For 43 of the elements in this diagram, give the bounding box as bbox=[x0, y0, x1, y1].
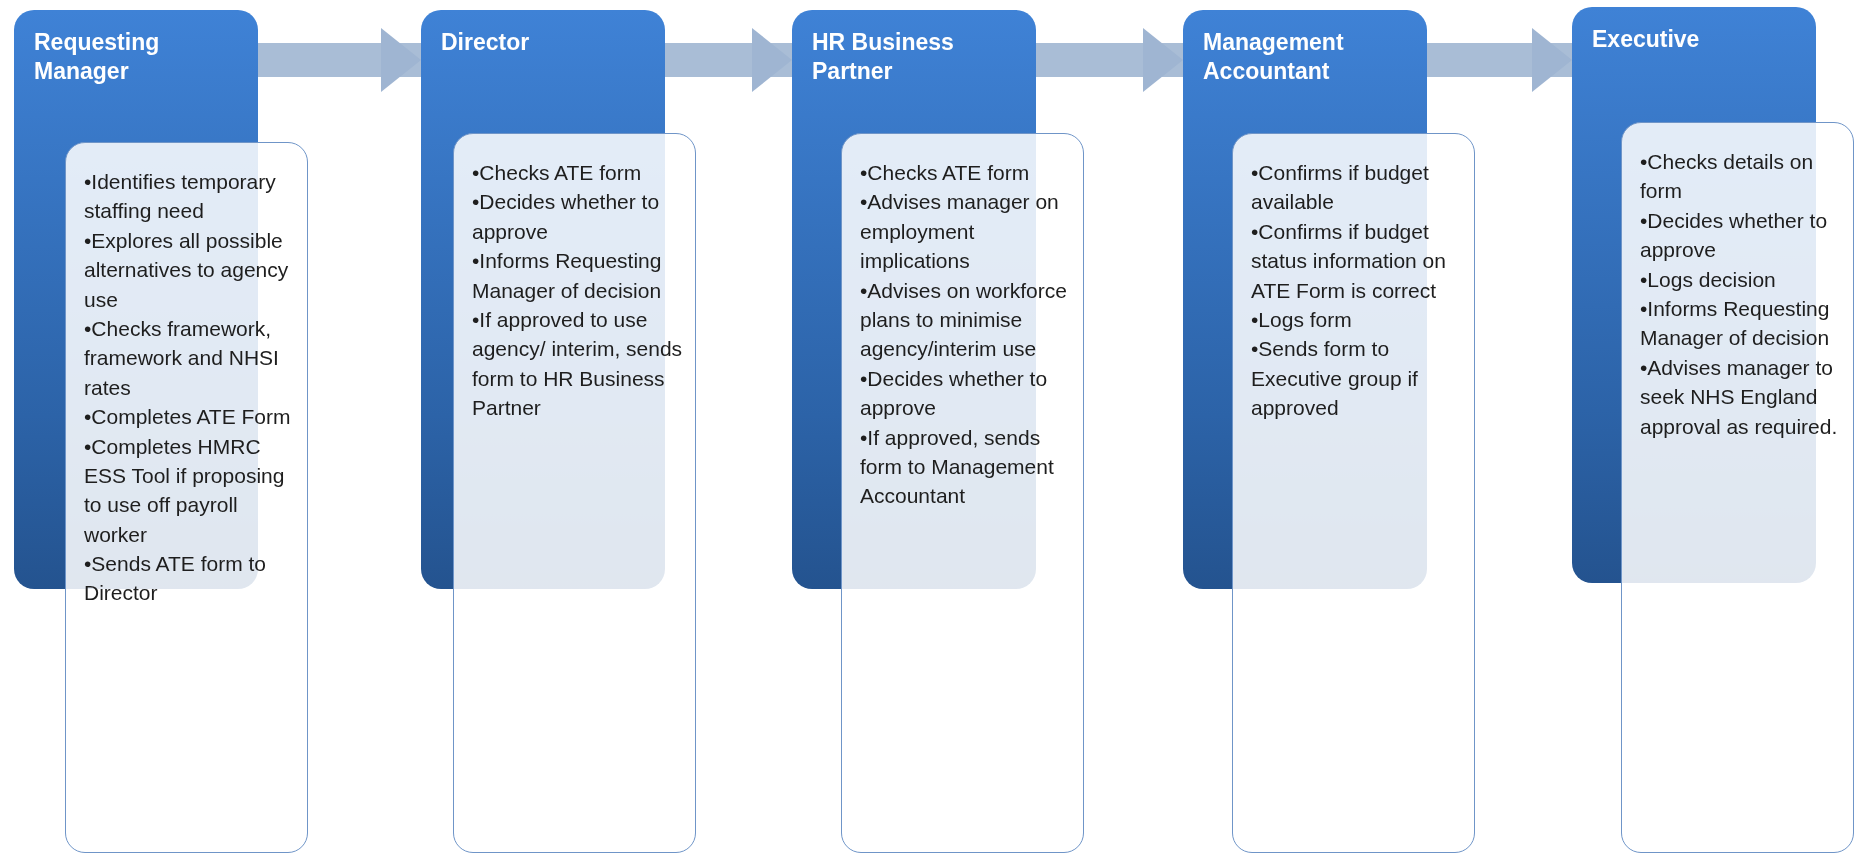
task-item: •Decides whether to approve bbox=[1640, 207, 1829, 264]
task-item: •Decides whether to approve bbox=[472, 189, 661, 245]
task-card bbox=[841, 133, 1084, 853]
arrow bbox=[258, 28, 421, 92]
role-heading: Director bbox=[441, 28, 531, 57]
task-item: •If approved to use agency/ interim, sends form to HR Business Partner bbox=[472, 306, 684, 422]
role-header-card bbox=[1572, 7, 1816, 122]
task-item: •If approved, sends form to Management Accountant bbox=[860, 424, 1055, 510]
task-item: •Informs Requesting Manager of decision bbox=[472, 248, 663, 304]
role-heading: Executive bbox=[1592, 25, 1701, 54]
task-item: •Identifies temporary staffing need bbox=[84, 169, 277, 225]
task-item: •Advises on workforce plans to minimise agency/interim use bbox=[860, 277, 1068, 363]
task-item: •Logs form bbox=[1251, 306, 1353, 333]
task-item: •Confirms if budget status information on ATE Form is correct bbox=[1251, 218, 1447, 304]
role-header-card bbox=[14, 10, 258, 142]
role-header-card bbox=[792, 10, 1036, 133]
task-item: •Checks ATE form bbox=[472, 160, 643, 186]
role-header-card bbox=[421, 10, 665, 133]
role-heading: Requesting Manager bbox=[34, 28, 161, 86]
task-item: •Completes ATE Form bbox=[84, 404, 292, 431]
task-item: •Explores all possible alternatives to agency use bbox=[84, 227, 290, 313]
role-heading: HR Business Partner bbox=[812, 28, 955, 86]
task-card bbox=[453, 133, 696, 853]
task-item: •Checks details on form bbox=[1640, 149, 1815, 205]
role-header-card bbox=[1183, 10, 1427, 133]
task-card bbox=[65, 142, 308, 853]
task-item: •Confirms if budget available bbox=[1251, 160, 1430, 216]
task-item: •Checks ATE form bbox=[860, 160, 1031, 186]
arrow bbox=[665, 28, 792, 92]
task-item: •Informs Requesting Manager of decision bbox=[1640, 295, 1831, 352]
task-card bbox=[1621, 122, 1854, 853]
task-card bbox=[1232, 133, 1475, 853]
task-item: •Sends ATE form to Director bbox=[84, 551, 268, 607]
task-item: •Logs decision bbox=[1640, 266, 1777, 293]
task-item: •Decides whether to approve bbox=[860, 365, 1049, 422]
task-item: •Advises manager to seek NHS England approval as required. bbox=[1640, 354, 1839, 440]
arrow bbox=[1427, 28, 1572, 92]
arrow bbox=[1036, 28, 1183, 92]
role-heading: Management Accountant bbox=[1203, 28, 1345, 86]
task-item: •Sends form to Executive group if approved bbox=[1251, 336, 1419, 422]
task-item: •Completes HMRC ESS Tool if proposing to use off payroll worker bbox=[84, 433, 286, 548]
task-item: •Advises manager on employment implications bbox=[860, 189, 1060, 275]
task-item: •Checks framework, framework and NHSI rates bbox=[84, 315, 280, 401]
